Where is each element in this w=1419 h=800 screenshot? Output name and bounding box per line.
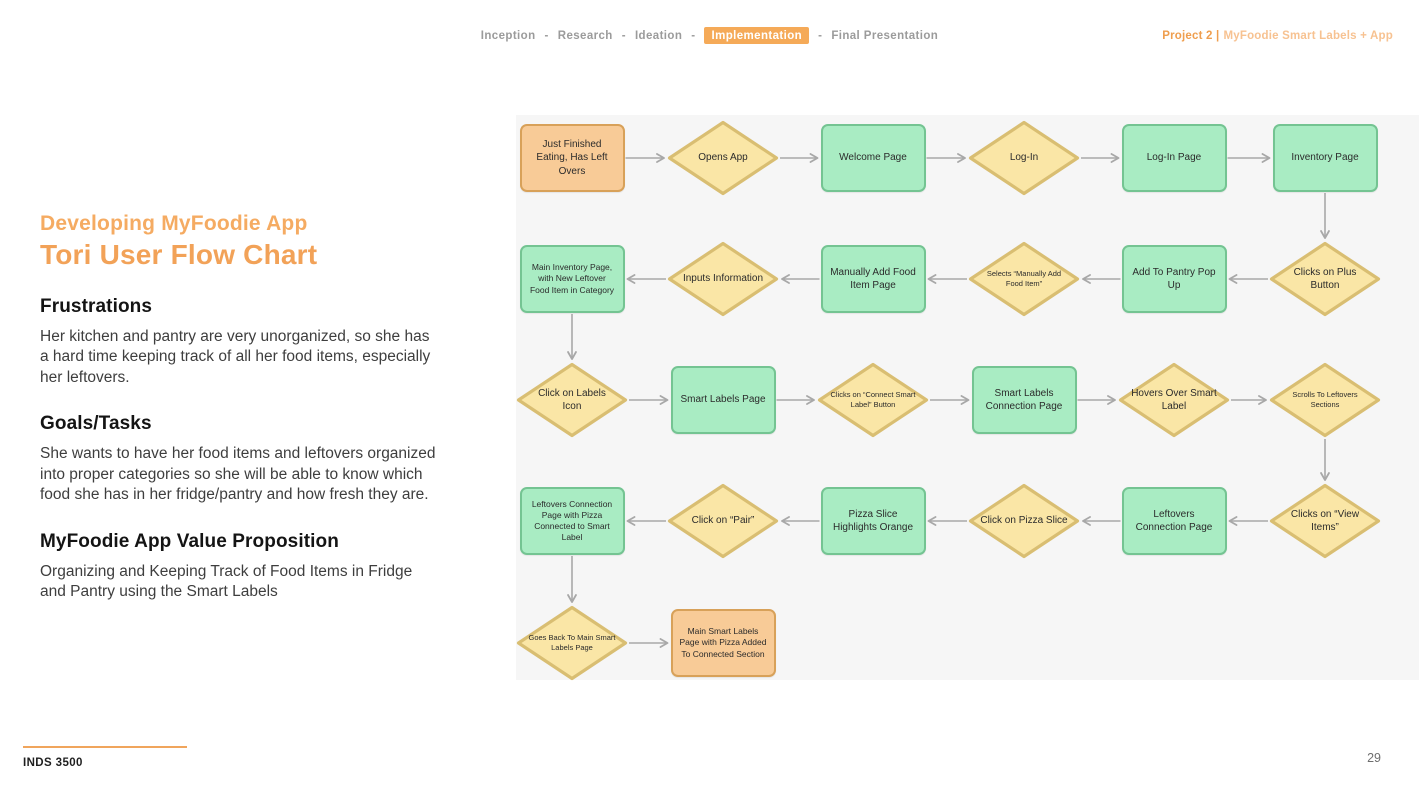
section-heading: Goals/Tasks <box>40 413 152 435</box>
course-code: INDS 3500 <box>23 757 83 769</box>
project-label: Project 2 |MyFoodie Smart Labels + App <box>1162 30 1393 42</box>
section-body: She wants to have her food items and lef… <box>40 445 436 504</box>
nav-item-ideation[interactable]: Ideation <box>634 29 683 42</box>
progress-nav: Inception-Research-Ideation-Implementati… <box>0 27 1419 44</box>
project-label-name: MyFoodie Smart Labels + App <box>1223 30 1393 42</box>
footer-accent-line <box>23 746 187 748</box>
page-number: 29 <box>1367 751 1381 765</box>
section-goals-tasks: Goals/Tasks She wants to have her food i… <box>40 413 436 505</box>
nav-separator: - <box>544 29 549 42</box>
section-body: Organizing and Keeping Track of Food Ite… <box>40 562 413 601</box>
nav-separator: - <box>818 29 823 42</box>
section-heading: MyFoodie App Value Proposition <box>40 530 339 552</box>
section-frustrations: Frustrations Her kitchen and pantry are … <box>40 296 436 388</box>
sidebar-text: Developing MyFoodie App Tori User Flow C… <box>40 212 436 603</box>
flowchart-panel <box>516 115 1419 680</box>
page-title: Tori User Flow Chart <box>40 239 318 270</box>
project-label-prefix: Project 2 | <box>1162 30 1220 42</box>
nav-item-final-presentation[interactable]: Final Presentation <box>831 29 939 42</box>
nav-item-inception[interactable]: Inception <box>480 29 536 42</box>
nav-item-implementation[interactable]: Implementation <box>704 27 810 44</box>
nav-item-research[interactable]: Research <box>557 29 613 42</box>
section-heading: Frustrations <box>40 296 153 317</box>
nav-separator: - <box>691 29 696 42</box>
nav-separator: - <box>621 29 626 42</box>
slide-subtitle: Developing MyFoodie App <box>40 212 308 235</box>
section-body: Her kitchen and pantry are very unorgani… <box>40 328 431 386</box>
section-value-proposition: MyFoodie App Value Proposition Organizin… <box>40 531 436 603</box>
